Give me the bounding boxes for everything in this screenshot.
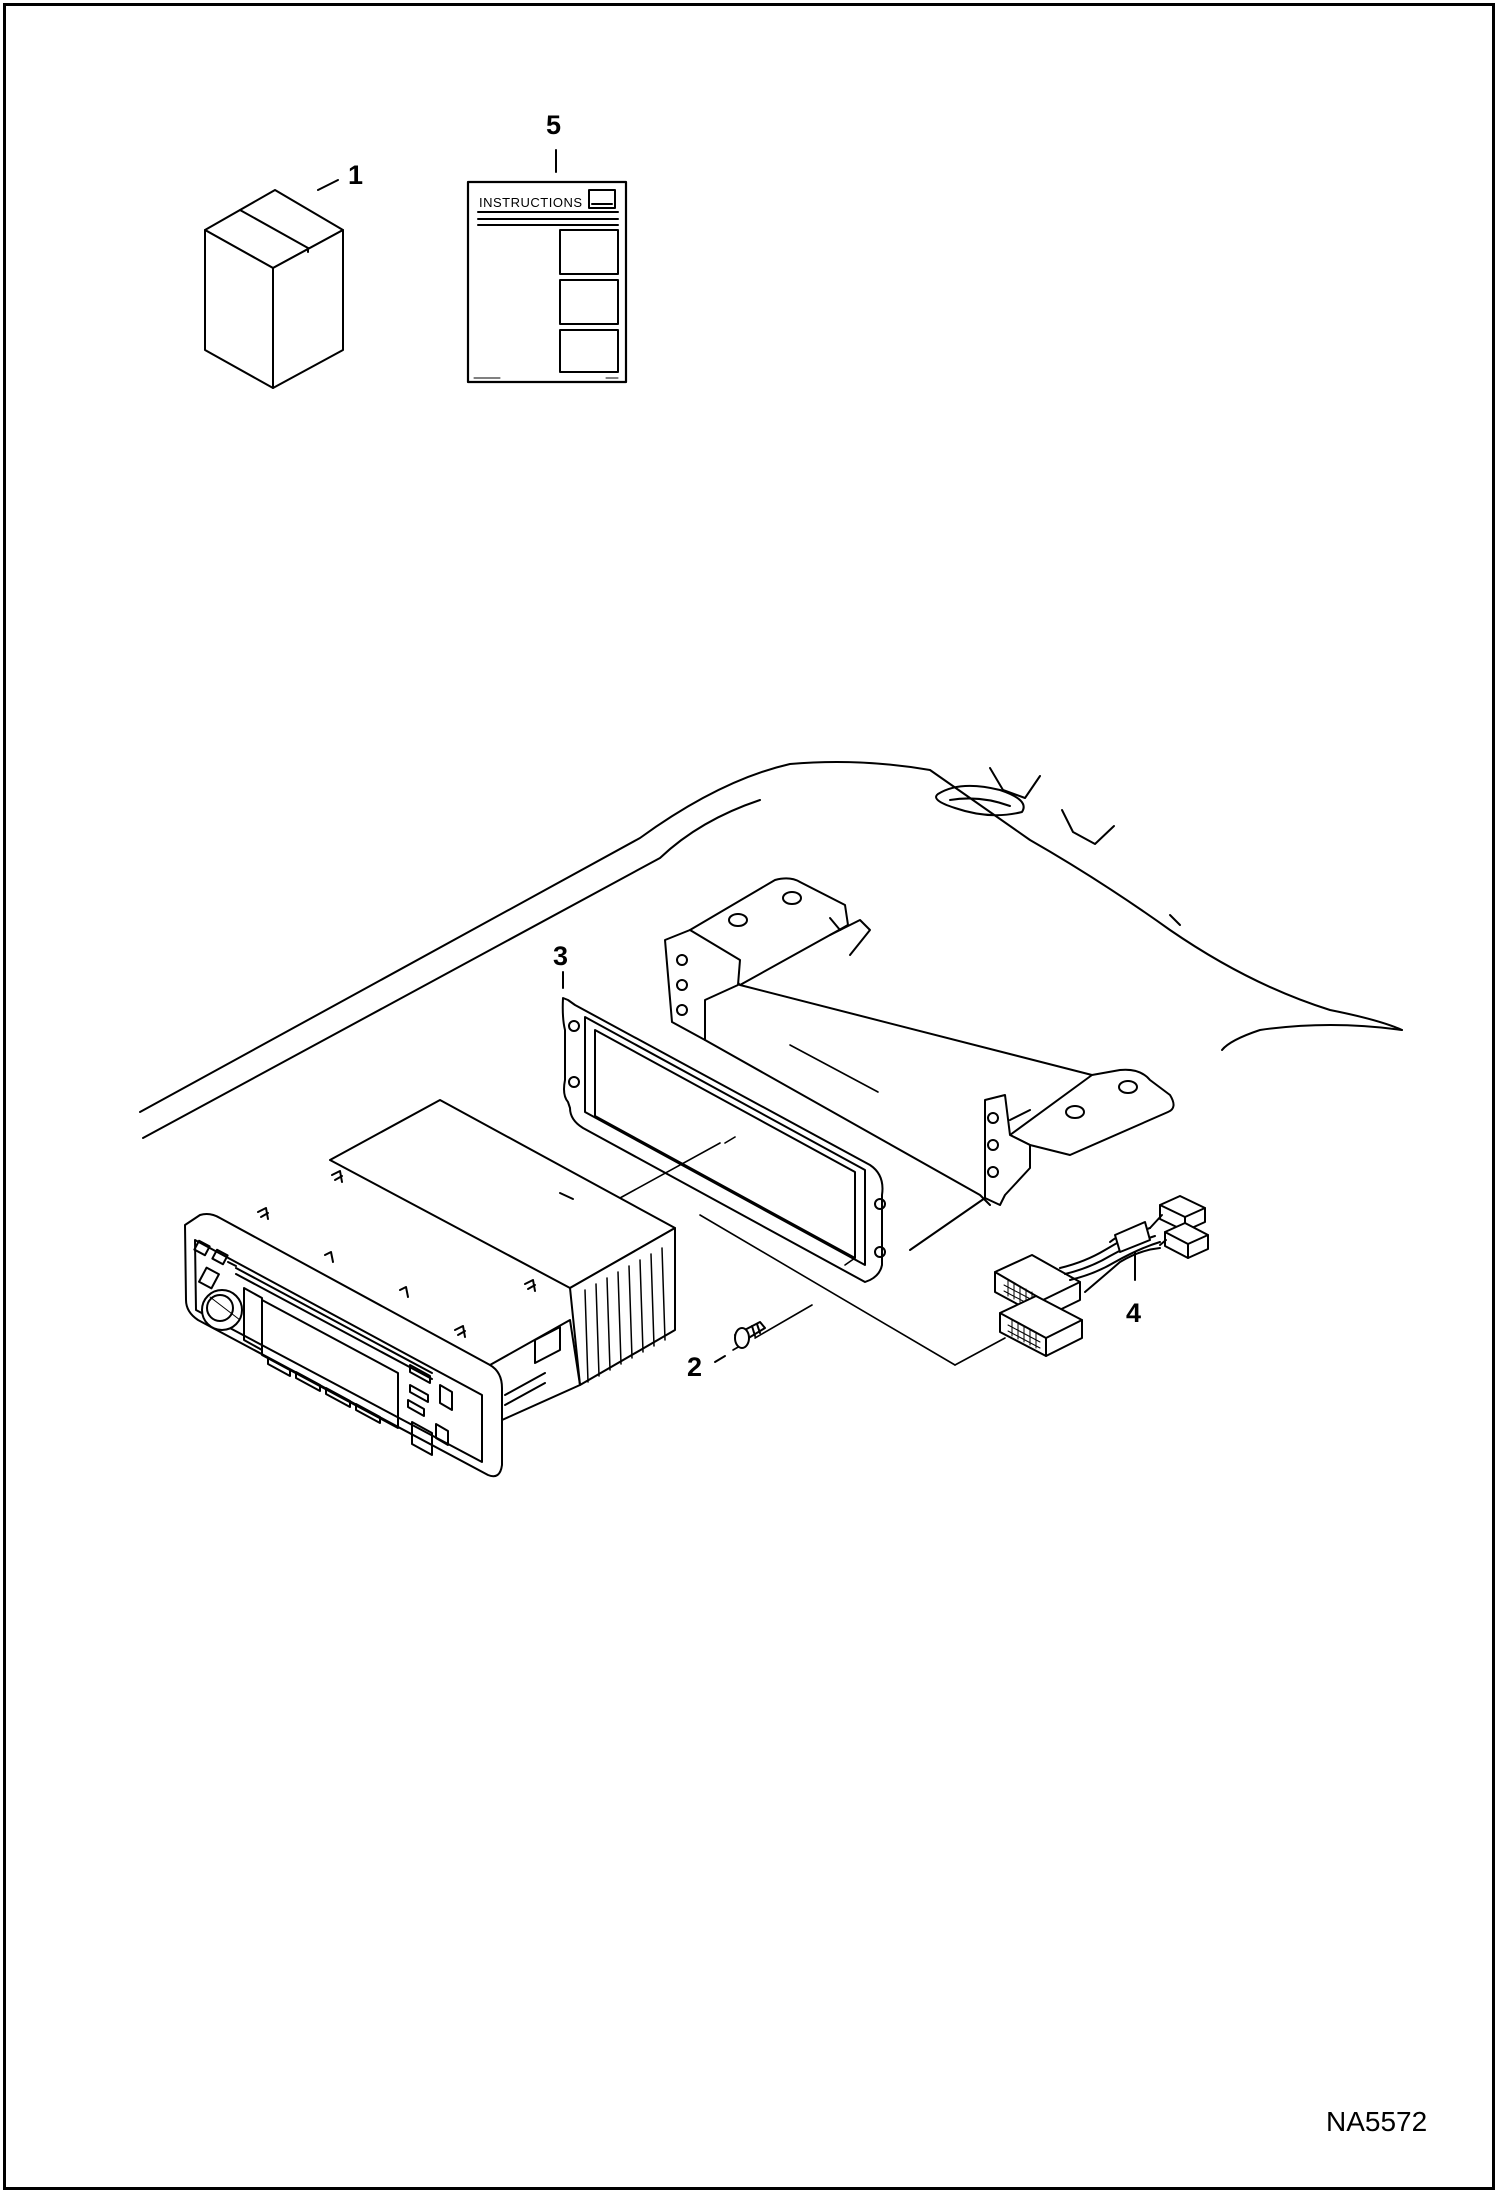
part-2-screw [714, 1321, 766, 1363]
part-1-box [204, 179, 344, 389]
callout-2: 2 [687, 1352, 703, 1382]
callout-5: 5 [546, 110, 562, 140]
instructions-sheet-header: INSTRUCTIONS [479, 195, 583, 210]
part-3-mounting-bracket [561, 877, 1175, 1283]
callout-4: 4 [1126, 1298, 1142, 1328]
part-4-wiring-harness [994, 1195, 1209, 1357]
part-1-leader [317, 179, 339, 191]
part-5-instruction-sheet [466, 149, 628, 384]
part-2-leader [714, 1355, 726, 1363]
callout-1: 1 [348, 160, 364, 190]
radio-unit [184, 1099, 676, 1478]
dashboard-outline [139, 761, 1403, 1139]
callout-3: 3 [553, 941, 569, 971]
assembly-centerlines [619, 1044, 1006, 1366]
figure-id: NA5572 [1326, 2106, 1428, 2137]
